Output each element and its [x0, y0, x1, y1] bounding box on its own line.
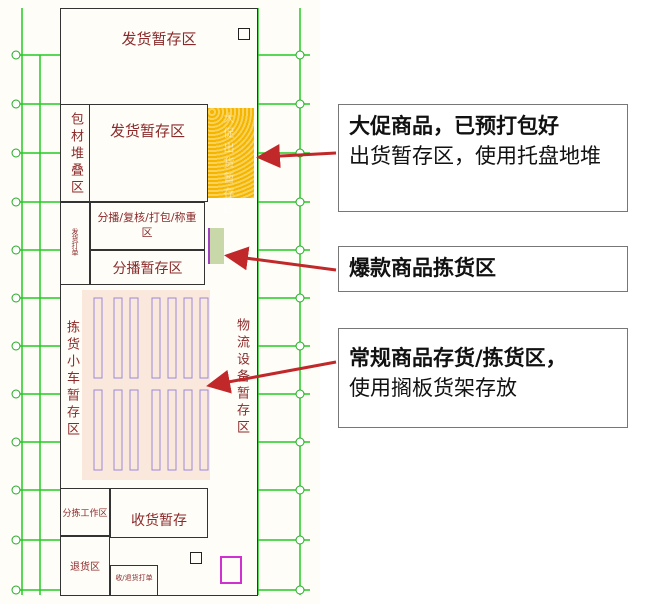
grid-axis-marker — [295, 535, 305, 545]
zone-print: 发货打单 — [71, 228, 79, 256]
callout-promo: 大促商品，已预打包好 出货暂存区，使用托盘地堆 — [338, 104, 628, 212]
grid-axis-marker — [295, 245, 305, 255]
zone-sorting: 分播/复核/打包/称重区 — [97, 211, 197, 239]
sort-buffer-room — [90, 250, 205, 285]
shelf-rack — [167, 389, 177, 471]
callout-title: 大促商品，已预打包好 — [349, 114, 559, 138]
promo-pallet-zone — [208, 108, 254, 198]
zone-receiving: 收货暂存 — [131, 513, 187, 529]
print-room — [60, 202, 90, 285]
shelf-rack — [199, 297, 209, 379]
shelf-rack — [151, 297, 161, 379]
arrow-promo — [256, 144, 337, 169]
callout-title: 爆款商品拣货区 — [349, 256, 496, 280]
grid-axis-marker — [11, 341, 21, 351]
callout-body: 使用搁板货架存放 — [349, 376, 517, 400]
receiving-room — [110, 488, 208, 538]
grid-axis-marker — [11, 148, 21, 158]
shelf-rack — [129, 389, 139, 471]
shelf-rack — [113, 389, 123, 471]
warehouse-floor-plan: 发货暂存区 发货暂存区 包材堆叠区 大促出货暂存区 分播/复核/打包/称重区 发… — [0, 0, 320, 604]
callout-title: 常规商品存货/拣货区， — [349, 346, 567, 370]
grid-axis-marker — [295, 389, 305, 399]
callout-body: 出货暂存区，使用托盘地堆 — [349, 144, 601, 168]
zone-equipment: 物流设备暂存区 — [234, 318, 249, 437]
shelf-storage-zone — [82, 290, 210, 480]
shelf-rack — [113, 297, 123, 379]
grid-axis-marker — [295, 485, 305, 495]
zone-outbound: 发货暂存区 — [109, 122, 185, 140]
pick-work-room — [60, 488, 110, 536]
grid-axis-marker — [11, 437, 21, 447]
zone-packaging: 包材堆叠区 — [68, 112, 83, 197]
shelf-rack — [199, 389, 209, 471]
elevator-icon — [238, 28, 250, 40]
hot-item-pick-zone — [208, 228, 224, 264]
sorting-room — [90, 202, 205, 250]
grid-axis-marker — [295, 437, 305, 447]
shelf-rack — [167, 297, 177, 379]
shelf-rack — [93, 297, 103, 379]
returns-room — [60, 536, 110, 596]
shelf-rack — [151, 389, 161, 471]
shelf-rack — [183, 389, 193, 471]
grid-axis-marker — [11, 389, 21, 399]
grid-axis-marker — [11, 535, 21, 545]
grid-axis-marker — [11, 99, 21, 109]
arrow-regular — [206, 360, 337, 394]
grid-axis-marker — [11, 293, 21, 303]
grid-axis-marker — [295, 293, 305, 303]
zone-promo: 大促出货暂存区 — [222, 112, 235, 217]
zone-pick-work: 分拣工作区 — [62, 509, 108, 519]
arrow-hot — [224, 246, 337, 272]
grid-axis-marker — [11, 197, 21, 207]
zone-top-outbound: 发货暂存区 — [121, 30, 197, 48]
workstation-icon — [220, 556, 242, 584]
packaging-room — [60, 104, 90, 202]
shelf-racks — [93, 297, 209, 471]
callout-regular: 常规商品存货/拣货区， 使用搁板货架存放 — [338, 328, 628, 428]
grid-axis-marker — [295, 50, 305, 60]
grid-axis-marker — [295, 585, 305, 595]
grid-axis-marker — [11, 245, 21, 255]
zone-cart-storage: 拣货小车暂存区 — [64, 320, 79, 439]
grid-axis-marker — [11, 50, 21, 60]
grid-axis-marker — [295, 341, 305, 351]
grid-axis-marker — [11, 585, 21, 595]
grid-lines — [11, 8, 310, 595]
grid-axis-marker — [11, 485, 21, 495]
grid-axis-marker — [295, 99, 305, 109]
grid-axis-marker — [295, 197, 305, 207]
shelf-rack — [183, 297, 193, 379]
zone-sort-buffer: 分播暂存区 — [112, 261, 183, 277]
callout-hot: 爆款商品拣货区 — [338, 246, 628, 292]
receive-print-room — [110, 565, 158, 596]
zone-receive-print: 收/退货打单 — [115, 574, 153, 582]
elevator-icon — [190, 552, 202, 564]
shelf-rack — [129, 297, 139, 379]
shelf-rack — [93, 389, 103, 471]
building-outline — [60, 8, 258, 596]
zone-returns: 退货区 — [70, 562, 100, 573]
